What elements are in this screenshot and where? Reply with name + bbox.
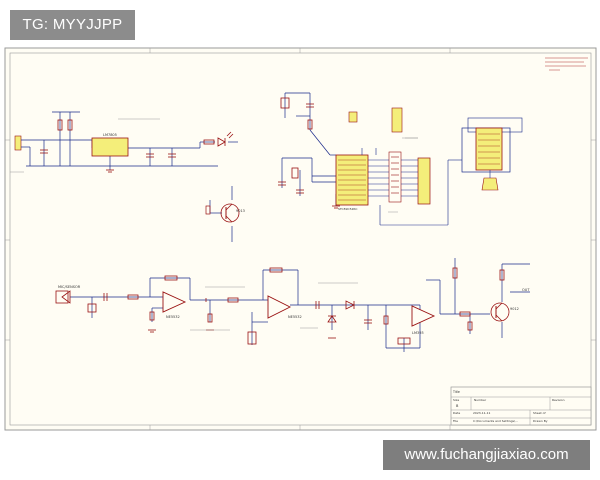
sheet-label: Sheet of — [533, 411, 546, 415]
transistor-driver: 9013 — [205, 186, 245, 242]
microphone-input — [55, 290, 69, 304]
mcu-label: STC89C52RC — [338, 207, 357, 211]
file-value: C:\Documents and Settings\... — [473, 419, 518, 423]
drawn-by-label: Drawn By — [533, 419, 548, 423]
output-transistor — [490, 302, 510, 322]
opamp-label-2: NE5532 — [288, 315, 302, 319]
size-label: Size — [453, 398, 459, 402]
size-value: B — [456, 404, 459, 408]
number-label: Number — [474, 398, 487, 402]
output-label: OUT — [522, 288, 530, 292]
date-value: 2023-11-11 — [473, 411, 491, 415]
watermark-bottom-right: www.fuchangjiaxiao.com — [383, 440, 590, 470]
sensor-label: MIC/SENSOR — [58, 285, 81, 289]
voltage-regulator-ic — [91, 137, 129, 157]
resistor-network — [388, 151, 402, 203]
opamp-label-1: NE5532 — [166, 315, 180, 319]
file-label: File — [453, 419, 458, 423]
revision-label: Revision — [552, 398, 565, 402]
transistor-label-1: 9013 — [236, 209, 245, 213]
date-label: Date — [453, 411, 460, 415]
opamp-2 — [267, 295, 292, 319]
watermark-top-left: TG: MYYJJPP — [10, 10, 135, 40]
power-supply-section: LM7805 — [10, 111, 238, 173]
drawing-frame — [4, 47, 597, 431]
opamp-1 — [162, 291, 187, 313]
title-block: Title Size B Number Revision Date 2023-1… — [450, 386, 592, 426]
comparator — [411, 305, 436, 327]
analog-signal-chain: MIC/SENSOR NE5532 — [55, 258, 530, 352]
power-connector — [14, 135, 22, 151]
revision-note — [545, 57, 588, 71]
output-connector — [417, 157, 431, 205]
regulator-label: LM7805 — [103, 133, 117, 137]
opamp-label-3: LM393 — [412, 331, 424, 335]
seven-segment-display — [461, 117, 523, 191]
title-label: Title — [452, 390, 460, 394]
transistor-symbol — [220, 203, 240, 223]
transistor-label-2: 9012 — [510, 307, 519, 311]
reset-circuit — [281, 92, 337, 206]
